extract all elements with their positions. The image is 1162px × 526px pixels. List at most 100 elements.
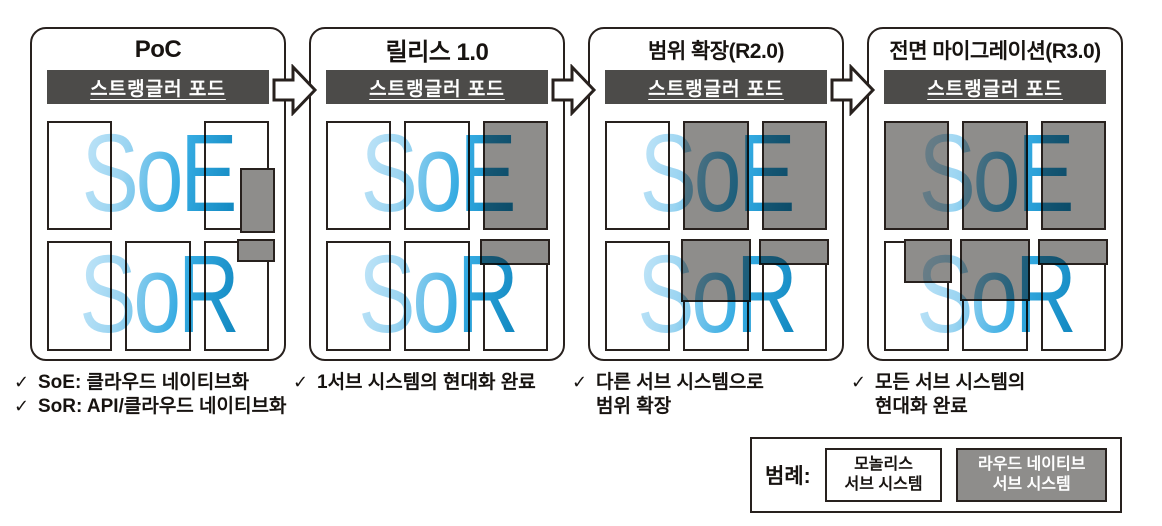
cloud-native-migrated-part	[1038, 238, 1109, 265]
sor-slot-3	[203, 238, 275, 351]
soe-slot-2	[683, 121, 749, 230]
monolith-subsystem-box	[125, 241, 191, 351]
cloud-native-migrated-part	[759, 238, 830, 265]
note-line: ✓모든 서브 시스템의	[851, 371, 1143, 395]
cloud-native-migrated-part	[904, 238, 952, 283]
soe-band: SoE	[326, 112, 548, 235]
sor-slot-3	[759, 238, 830, 351]
legend-cloud-native-subsystem: 라우드 네이티브 서브 시스템	[956, 448, 1107, 502]
note-text: 현대화 완료	[875, 395, 968, 417]
sor-subsystem-boxes	[605, 238, 830, 351]
cloud-native-migrated-part	[239, 168, 275, 233]
sor-slot-1	[47, 241, 113, 351]
check-icon: ✓	[293, 372, 309, 392]
sor-subsystem-boxes	[326, 238, 551, 351]
cloud-native-subsystem-box	[683, 121, 749, 230]
soe-slot-2	[962, 121, 1028, 230]
legend-monolith-line1: 모놀리스	[854, 456, 913, 473]
cloud-native-migrated-part	[237, 238, 275, 262]
legend-cloud-line1: 라우드 네이티브	[977, 456, 1086, 473]
soe-subsystem-boxes	[884, 121, 1106, 230]
right-arrow-icon	[551, 64, 597, 116]
monolith-subsystem-box	[605, 121, 671, 230]
monolith-subsystem-box	[326, 241, 392, 351]
monolith-subsystem-box	[404, 121, 470, 230]
right-arrow-icon	[272, 64, 318, 116]
check-icon: ✓	[14, 372, 30, 392]
sor-slot-2	[680, 238, 752, 351]
note-text: 범위 확장	[596, 395, 672, 417]
soe-subsystem-boxes	[605, 121, 827, 230]
phase-3: 범위 확장(R2.0)스트랭글러 포드SoESoR✓다른 서브 시스템으로범위 …	[572, 27, 844, 419]
cloud-native-subsystem-box	[1040, 121, 1106, 230]
note-line: ✓1서브 시스템의 현대화 완료	[293, 371, 585, 395]
sor-slot-3	[480, 238, 551, 351]
cloud-native-migrated-part	[959, 238, 1031, 302]
legend-cloud-line2: 서브 시스템	[992, 476, 1071, 493]
note-line: ✓ 다른 서브 시스템으로	[572, 371, 864, 395]
phase-panel: 전면 마이그레이션(R3.0)스트랭글러 포드SoESoR	[867, 27, 1123, 361]
sor-slot-1	[884, 238, 952, 351]
monolith-subsystem-box	[326, 121, 392, 230]
phase-title: 전면 마이그레이션(R3.0)	[889, 39, 1101, 63]
cloud-native-migrated-part	[680, 238, 752, 303]
sor-slot-2	[959, 238, 1031, 351]
check-icon: ✓	[572, 372, 588, 392]
sor-slot-1	[326, 241, 392, 351]
soe-band: SoE	[884, 112, 1106, 235]
sor-band: SoR	[47, 233, 275, 356]
soe-subsystem-boxes	[326, 121, 548, 230]
sor-slot-2	[125, 241, 191, 351]
monolith-subsystem-box	[404, 241, 470, 351]
phase-panel: 범위 확장(R2.0)스트랭글러 포드SoESoR	[588, 27, 844, 361]
cloud-native-subsystem-box	[884, 121, 950, 230]
sor-slot-3	[1038, 238, 1109, 351]
note-text: SoR: API/클라우드 네이티브화	[38, 395, 287, 417]
legend-label: 범례:	[765, 465, 811, 488]
soe-slot-3	[203, 121, 275, 233]
note-text: 다른 서브 시스템으로	[596, 372, 764, 393]
soe-band: SoE	[605, 112, 827, 235]
phase-title: PoC	[134, 35, 182, 63]
phase-4: 전면 마이그레이션(R3.0)스트랭글러 포드SoESoR✓모든 서브 시스템의…	[851, 27, 1123, 419]
soe-slot-3	[761, 121, 827, 230]
soe-subsystem-boxes	[47, 121, 275, 233]
legend-monolith-line2: 서브 시스템	[844, 476, 923, 493]
soe-slot-1	[47, 121, 113, 230]
note-line: 범위 확장	[572, 395, 864, 419]
phase-title: 범위 확장(R2.0)	[648, 39, 784, 63]
cloud-native-migrated-part	[480, 238, 551, 265]
soe-slot-3	[482, 121, 548, 230]
soe-band: SoE	[47, 112, 275, 235]
soe-slot-2	[125, 121, 190, 230]
sor-subsystem-boxes	[884, 238, 1109, 351]
sor-slot-2	[404, 241, 470, 351]
soe-slot-1	[884, 121, 950, 230]
legend-monolith-subsystem: 모놀리스 서브 시스템	[824, 448, 943, 502]
strangler-facade-bar: 스트랭글러 포드	[605, 70, 827, 104]
cloud-native-subsystem-box	[962, 121, 1028, 230]
note-text: SoE: 클라우드 네이티브화	[38, 372, 250, 393]
phase-title: 릴리스 1.0	[385, 39, 489, 66]
monolith-subsystem-box	[605, 241, 671, 351]
monolith-subsystem-box	[47, 241, 113, 351]
monolith-subsystem-box	[47, 121, 113, 230]
phase-notes: ✓ SoE: 클라우드 네이티브화 ✓ SoR: API/클라우드 네이티브화	[14, 371, 306, 419]
strangler-facade-bar: 스트랭글러 포드	[47, 70, 269, 104]
note-line: ✓ SoR: API/클라우드 네이티브화	[14, 395, 306, 419]
soe-slot-1	[605, 121, 671, 230]
note-line: ✓ SoE: 클라우드 네이티브화	[14, 371, 306, 395]
sor-subsystem-boxes	[47, 238, 275, 351]
strangler-facade-bar: 스트랭글러 포드	[326, 70, 548, 104]
strangler-facade-bar: 스트랭글러 포드	[884, 70, 1106, 104]
soe-slot-1	[326, 121, 392, 230]
note-text: 모든 서브 시스템의	[875, 372, 1026, 393]
sor-band: SoR	[326, 233, 551, 356]
right-arrow-icon	[830, 64, 876, 116]
phase-1: PoC 스트랭글러 포드 SoESoR ✓ SoE: 클라우드 네이티브화 ✓ SoR: A…	[14, 27, 286, 419]
check-icon: ✓	[14, 395, 30, 416]
